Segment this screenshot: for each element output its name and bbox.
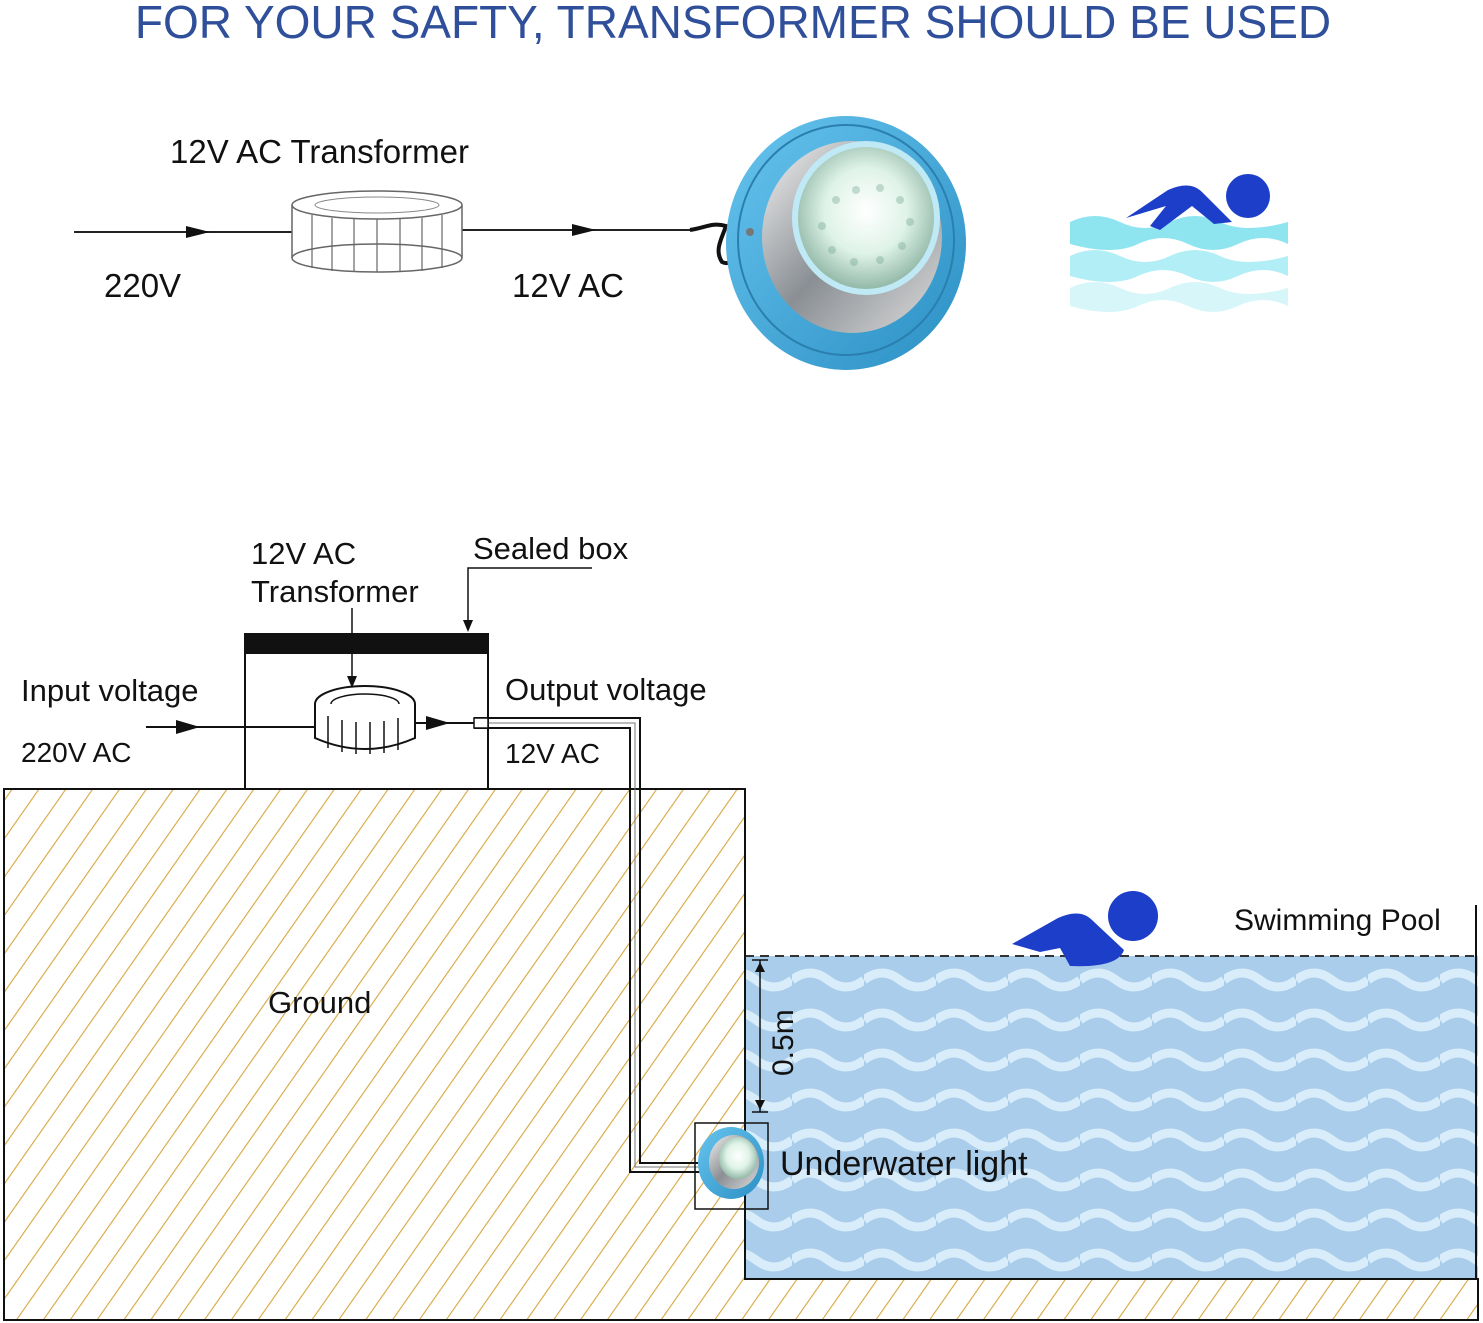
output-cable bbox=[474, 717, 705, 1164]
input-arrow bbox=[186, 226, 210, 238]
top-transformer-label: 12V AC Transformer bbox=[170, 133, 469, 170]
underwater-lamp-icon bbox=[694, 1122, 769, 1210]
box-output-arrow bbox=[426, 716, 450, 730]
installation-diagram: 12V AC Transformer Sealed box Input volt… bbox=[3, 531, 1479, 1321]
output-voltage-label: Output voltage bbox=[505, 672, 707, 707]
pool-swimmer-icon bbox=[1012, 891, 1158, 967]
box-transformer-label-1: 12V AC bbox=[251, 536, 356, 571]
underwater-light-label: Underwater light bbox=[780, 1145, 1028, 1183]
cable-end bbox=[473, 717, 489, 729]
box-transformer-icon bbox=[314, 685, 416, 754]
top-circuit: 12V AC Transformer 220V 12V AC bbox=[74, 116, 1288, 370]
transformer-icon bbox=[291, 190, 463, 273]
input-voltage-value: 220V AC bbox=[21, 737, 132, 768]
page-title: FOR YOUR SAFTY, TRANSFORMER SHOULD BE US… bbox=[135, 0, 1331, 48]
box-transformer-label-2: Transformer bbox=[251, 574, 419, 609]
sealed-box-pointer bbox=[467, 567, 592, 624]
pool-lamp-icon bbox=[726, 116, 966, 370]
sealed-box-label: Sealed box bbox=[473, 531, 629, 566]
pool-water bbox=[745, 956, 1478, 1279]
output-cable-mid bbox=[474, 722, 705, 1168]
depth-label: 0.5m bbox=[767, 1009, 800, 1076]
sealed-box-lid bbox=[245, 634, 488, 654]
output-cable-inner bbox=[474, 727, 705, 1173]
output-arrow bbox=[572, 224, 596, 236]
pool-label: Swimming Pool bbox=[1234, 904, 1441, 937]
top-input-label: 220V bbox=[104, 267, 181, 304]
top-output-label: 12V AC bbox=[512, 267, 624, 304]
ground-label: Ground bbox=[268, 985, 371, 1020]
sealed-box-pointer-head bbox=[463, 620, 473, 632]
box-input-arrow bbox=[176, 720, 200, 734]
swimmer-icon bbox=[1070, 174, 1288, 312]
output-voltage-value: 12V AC bbox=[505, 738, 600, 769]
input-voltage-label: Input voltage bbox=[21, 673, 199, 708]
transformer-pointer-head bbox=[347, 676, 357, 688]
